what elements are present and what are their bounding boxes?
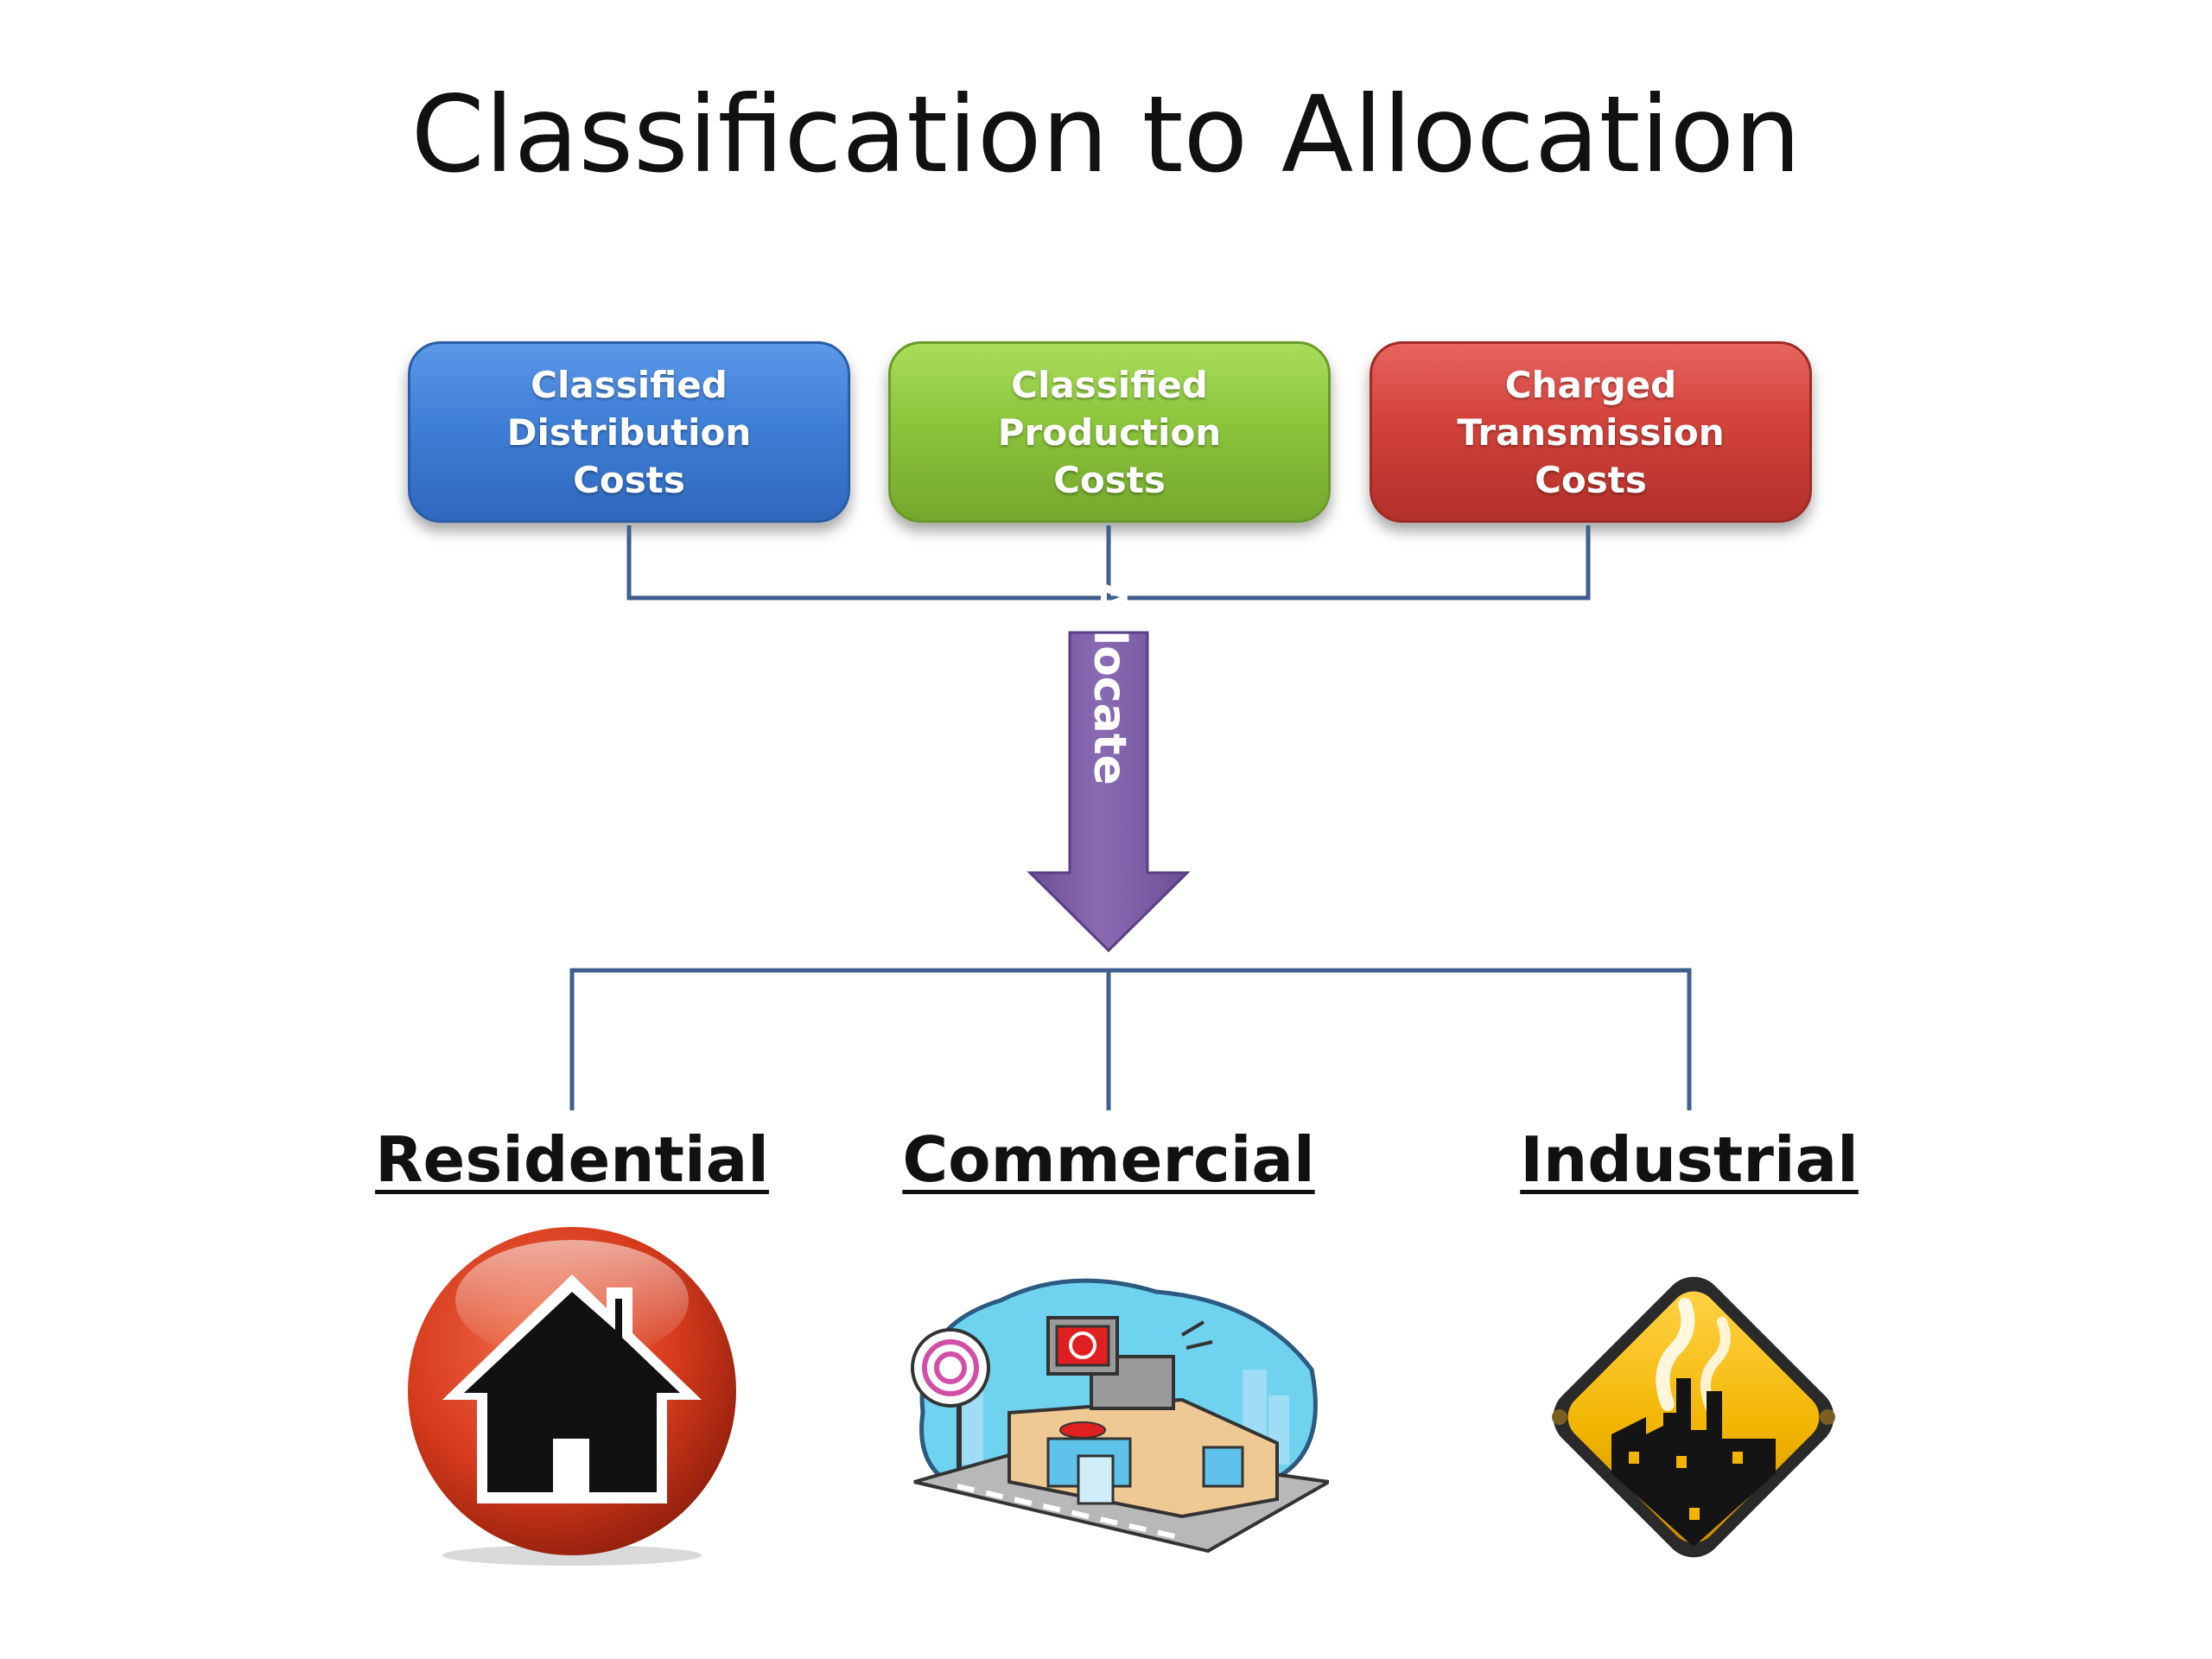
- distribution-costs-box: Classified Distribution Costs: [408, 341, 850, 523]
- industrial-label: Industrial: [1520, 1123, 1859, 1196]
- page-title: Classification to Allocation: [410, 73, 1802, 196]
- house-icon: [408, 1227, 736, 1566]
- allocate-arrow: [1027, 631, 1191, 953]
- production-costs-label: Classified Production Costs: [997, 363, 1222, 501]
- factory-warning-icon: [1552, 1276, 1835, 1558]
- transmission-costs-label: Charged Transmission Costs: [1457, 363, 1725, 501]
- allocate-arrow-label: Allocate: [1084, 580, 1135, 785]
- storefront-icon: [911, 1278, 1329, 1554]
- transmission-costs-box: Charged Transmission Costs: [1370, 341, 1812, 523]
- production-costs-box: Classified Production Costs: [888, 341, 1331, 523]
- commercial-label: Commercial: [902, 1123, 1315, 1196]
- bottom-bracket-connector: [569, 968, 1692, 1110]
- distribution-costs-label: Classified Distribution Costs: [506, 363, 752, 501]
- residential-label: Residential: [375, 1123, 769, 1196]
